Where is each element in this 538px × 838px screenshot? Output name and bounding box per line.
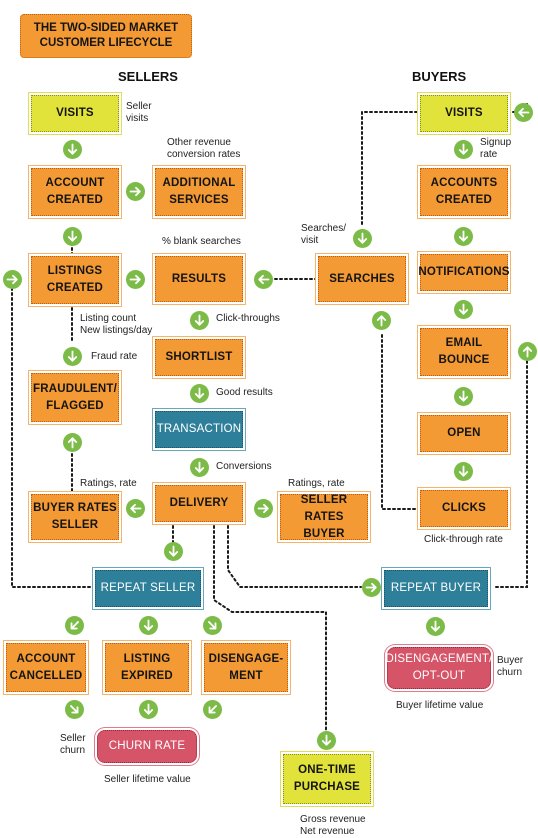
node-accounts-created: ACCOUNTS CREATED xyxy=(420,168,508,216)
arrow-down-right-icon xyxy=(65,700,84,719)
arrow-down-left-icon xyxy=(65,616,84,635)
arrow-down-icon xyxy=(190,311,209,330)
arrow-down-left-icon xyxy=(203,700,222,719)
arrow-up-icon xyxy=(518,342,537,361)
node-email-bounce: EMAIL BOUNCE xyxy=(420,328,508,376)
arrow-down-icon xyxy=(454,387,473,406)
arrow-down-icon xyxy=(164,542,183,561)
label-listing-count: Listing count New listings/day xyxy=(80,313,153,336)
label-seller-lifetime-value: Seller lifetime value xyxy=(104,774,191,785)
node-shortlist: SHORTLIST xyxy=(155,339,243,376)
label-click-throughs: Click-throughs xyxy=(216,313,280,324)
node-open: OPEN xyxy=(420,415,508,452)
label-gross-net-revenue: Gross revenue Net revenue xyxy=(300,814,366,837)
node-repeat-seller: REPEAT SELLER xyxy=(95,570,201,607)
node-churn-rate: CHURN RATE xyxy=(97,730,197,763)
arrow-down-icon xyxy=(63,140,82,159)
label-seller-visits: Seller visits xyxy=(126,101,152,124)
label-buyer-churn: Buyer churn xyxy=(497,655,524,678)
arrow-down-icon xyxy=(190,458,209,477)
node-repeat-buyer: REPEAT BUYER xyxy=(384,570,488,607)
arrow-left-icon xyxy=(514,103,533,122)
node-account-created: ACCOUNT CREATED xyxy=(31,168,119,216)
arrow-down-icon xyxy=(353,229,372,248)
node-disengagement-opt-out: DISENGAGEMENT/ OPT-OUT xyxy=(386,647,492,689)
label-other-revenue: Other revenue conversion rates xyxy=(167,137,241,160)
node-notifications: NOTIFICATIONS xyxy=(418,254,509,291)
node-results: RESULTS xyxy=(155,256,243,302)
label-blank-searches: % blank searches xyxy=(162,236,241,247)
node-transaction: TRANSACTION xyxy=(155,411,243,448)
arrow-down-icon xyxy=(426,617,445,636)
arrow-down-icon xyxy=(454,462,473,481)
node-listing-expired: LISTING EXPIRED xyxy=(105,643,189,692)
arrow-right-icon xyxy=(126,270,145,289)
label-ratings-rate-left: Ratings, rate xyxy=(80,478,137,489)
node-account-cancelled: ACCOUNT CANCELLED xyxy=(6,643,86,692)
arrow-up-icon xyxy=(372,311,391,330)
arrow-down-icon xyxy=(190,384,209,403)
node-listings-created: LISTINGS CREATED xyxy=(31,256,119,304)
arrow-left-icon xyxy=(126,499,145,518)
label-searches-visit: Searches/ visit xyxy=(301,223,347,246)
node-additional-services: ADDITIONAL SERVICES xyxy=(155,168,243,216)
node-disengagement: DISENGAGE- MENT xyxy=(204,643,288,692)
node-searches: SEARCHES xyxy=(318,256,406,302)
arrow-down-icon xyxy=(139,700,158,719)
node-delivery: DELIVERY xyxy=(155,485,243,522)
arrow-down-icon xyxy=(454,227,473,246)
node-seller-rates-buyer: SELLER RATES BUYER xyxy=(280,494,368,540)
node-clicks: CLICKS xyxy=(420,490,508,527)
node-fraudulent-flagged: FRAUDULENT/ FLAGGED xyxy=(31,373,119,422)
label-signup-rate: Signup rate xyxy=(480,137,512,160)
label-buyer-lifetime-value: Buyer lifetime value xyxy=(396,700,484,711)
label-good-results: Good results xyxy=(216,387,273,398)
arrow-down-right-icon xyxy=(203,616,222,635)
diagram-title: THE TWO-SIDED MARKET CUSTOMER LIFECYCLE xyxy=(20,14,192,58)
arrow-right-icon xyxy=(3,270,22,289)
arrow-left-icon xyxy=(254,270,273,289)
arrow-down-icon xyxy=(63,227,82,246)
node-buyer-rates-seller: BUYER RATES SELLER xyxy=(31,494,119,540)
arrow-right-icon xyxy=(254,499,273,518)
label-seller-churn: Seller churn xyxy=(60,733,86,756)
node-one-time-purchase: ONE-TIME PURCHASE xyxy=(283,754,371,804)
label-ratings-rate-right: Ratings, rate xyxy=(288,478,345,489)
arrow-right-icon xyxy=(362,578,381,597)
arrow-down-icon xyxy=(63,347,82,366)
arrow-down-icon xyxy=(317,731,336,750)
buyers-header: BUYERS xyxy=(412,69,467,84)
label-conversions: Conversions xyxy=(216,461,272,472)
sellers-header: SELLERS xyxy=(118,69,178,84)
label-fraud-rate: Fraud rate xyxy=(91,351,138,362)
arrow-down-icon xyxy=(139,616,158,635)
arrow-right-icon xyxy=(126,182,145,201)
arrow-down-icon xyxy=(454,140,473,159)
node-seller-visits: VISITS xyxy=(31,95,119,132)
label-click-through-rate: Click-through rate xyxy=(424,534,503,545)
arrow-up-icon xyxy=(63,433,82,452)
node-buyer-visits: VISITS xyxy=(420,95,508,132)
arrow-down-icon xyxy=(454,300,473,319)
